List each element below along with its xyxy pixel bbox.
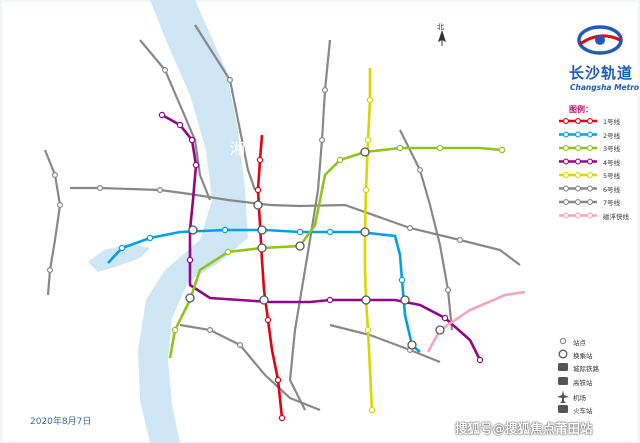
train-station-icon: [558, 405, 568, 413]
maglev-line: [426, 290, 526, 353]
map-date: 2020年8月7日: [30, 417, 92, 427]
airport-icon: [557, 390, 569, 403]
legend-swatch-station: [575, 199, 581, 205]
line-4: [161, 113, 482, 361]
line-6: [70, 186, 521, 266]
legend-swatch-station: [575, 131, 581, 138]
legend-swatch-station: [575, 145, 581, 151]
meixi-lake: [88, 244, 150, 272]
stations: [46, 66, 506, 422]
legend-swatch-station: [563, 158, 569, 165]
legend-swatch-station: [575, 158, 581, 165]
legend-swatch-station: [563, 199, 569, 205]
legend-swatch-station: [587, 131, 593, 138]
legend-swatch-station: [563, 172, 569, 178]
legend-swatch-station: [587, 212, 593, 219]
high-speed-rail-icon: [558, 377, 568, 385]
line-5: [363, 68, 374, 411]
legend-swatch-station: [563, 212, 569, 219]
legend-line-label: 1号线: [603, 118, 621, 126]
line-gray-east: [288, 39, 332, 411]
legend-swatch-station: [575, 185, 581, 192]
river-label-jiang: 江: [228, 320, 244, 338]
legend-symbol-label-transfer: 换乘站: [573, 352, 593, 360]
legend-swatches: [559, 118, 597, 219]
legend-symbol-label-intercity: 城际铁路: [573, 365, 599, 373]
legend-swatch-station: [563, 185, 569, 192]
line-7: [43, 149, 62, 296]
station-icon: [559, 337, 567, 345]
brand-name-zh: 长沙轨道: [569, 64, 634, 82]
legend-swatch-station: [587, 158, 593, 165]
legend-line-label: 6号线: [603, 185, 621, 194]
legend-symbol-label-high-speed: 高铁站: [573, 379, 593, 387]
xiang-river: [138, 0, 248, 443]
legend-swatch-station: [563, 118, 569, 124]
legend-swatch-station: [587, 185, 593, 192]
legend-symbols: [557, 337, 569, 413]
compass-north-label: 北: [437, 23, 444, 31]
line-1: [256, 134, 284, 419]
line-3: [168, 146, 503, 359]
line-gray-north: [194, 24, 257, 191]
line-gray-north-west: [139, 39, 212, 201]
legend-swatch-station: [587, 118, 593, 124]
legend-line-label: 3号线: [603, 145, 621, 153]
legend-title: 图例：: [569, 105, 593, 114]
legend-swatch-station: [575, 172, 581, 178]
legend-swatch-station: [563, 145, 569, 151]
legend-symbol-label-station: 站点: [573, 339, 586, 347]
legend-line-label: 2号线: [603, 131, 621, 140]
brand-name-en: Changsha Metro: [570, 83, 640, 92]
transfer-icon: [558, 349, 568, 359]
legend-line-label: 4号线: [603, 158, 621, 167]
line-gray-southeast: [329, 323, 441, 364]
legend-swatch-station: [575, 118, 581, 124]
legend-swatch-station: [575, 212, 581, 219]
intercity-rail-icon: [558, 363, 568, 371]
legend-swatch-station: [587, 199, 593, 205]
line-gray-south: [179, 323, 321, 412]
line-gray-east2: [399, 129, 454, 331]
legend-symbol-label-airport: 机场: [573, 394, 586, 402]
legend-line-label: 7号线: [603, 199, 621, 207]
legend-swatch-station: [563, 131, 569, 138]
compass-icon: [438, 30, 446, 46]
river-label-xiang: 湘: [230, 140, 246, 158]
changsha-metro-logo-icon: [577, 25, 623, 55]
legend-symbol-label-train: 火车站: [573, 407, 593, 415]
watermark: 搜狐号@搜狐焦点莆田站: [455, 421, 593, 436]
legend-line-label: 磁浮快线: [603, 212, 629, 221]
legend-line-label: 5号线: [603, 172, 621, 180]
legend-swatch-station: [587, 145, 593, 151]
legend-swatch-station: [587, 172, 593, 178]
transfer-stations: [185, 147, 445, 350]
